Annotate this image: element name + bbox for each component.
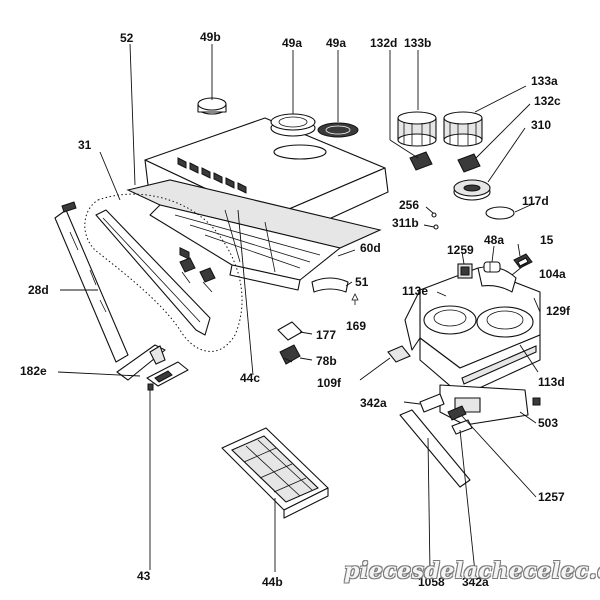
label-310: 310 <box>531 118 552 132</box>
label-133a: 133a <box>531 74 558 88</box>
label-177: 177 <box>316 328 337 342</box>
collar-49b <box>197 97 227 115</box>
label-169: 169 <box>346 319 367 333</box>
component-1259 <box>457 263 473 279</box>
front-bar <box>95 209 216 336</box>
label-1058: 1058 <box>418 575 445 589</box>
label-49b: 49b <box>200 30 221 44</box>
label-51: 51 <box>355 275 369 289</box>
label-109f: 109f <box>317 376 342 390</box>
filter-133b <box>397 111 437 147</box>
label-49a-collar: 49a <box>282 36 303 50</box>
label-44b: 44b <box>262 575 283 589</box>
label-43: 43 <box>137 569 151 583</box>
label-28d: 28d <box>28 283 49 297</box>
label-44c: 44c <box>240 371 261 385</box>
bar-1058 <box>399 409 471 488</box>
clip-132c <box>457 153 481 173</box>
label-133b: 133b <box>404 36 432 50</box>
label-113d: 113d <box>538 375 565 389</box>
label-113e: 113e <box>402 284 429 298</box>
label-31: 31 <box>78 138 92 152</box>
seal-117d <box>485 206 515 220</box>
lamp-cover <box>116 344 166 381</box>
label-132d: 132d <box>370 36 398 50</box>
collar-49a <box>270 113 316 137</box>
plate-109f <box>387 345 411 363</box>
label-52: 52 <box>120 31 134 45</box>
label-49a-mesh: 49a <box>326 36 347 50</box>
screw-311b <box>433 224 439 230</box>
hood-buttons <box>179 247 190 260</box>
lamp-group-outline <box>84 193 243 352</box>
label-117d: 117d <box>522 194 549 208</box>
fan-housing <box>404 266 541 397</box>
ring-310 <box>453 179 491 201</box>
label-104a: 104a <box>539 267 566 281</box>
label-78b: 78b <box>316 354 337 368</box>
screw-256 <box>431 212 437 218</box>
mesh-49a <box>317 122 359 138</box>
grease-filter <box>126 179 382 291</box>
glass-panel <box>54 201 129 363</box>
label-132c: 132c <box>534 94 561 108</box>
handle-51 <box>311 277 349 293</box>
filter-tray <box>221 427 329 519</box>
label-256: 256 <box>399 198 420 212</box>
clips-342a <box>419 393 473 435</box>
label-182e: 182e <box>20 364 47 378</box>
label-342a-upper: 342a <box>360 396 387 410</box>
label-1257: 1257 <box>538 490 565 504</box>
label-1259: 1259 <box>447 243 474 257</box>
label-503: 503 <box>538 416 559 430</box>
leader-lines <box>57 43 541 573</box>
label-60d: 60d <box>360 241 381 255</box>
component-48a <box>483 261 501 273</box>
label-311b: 311b <box>392 216 419 230</box>
label-129f: 129f <box>546 304 571 318</box>
filter-133a <box>443 111 483 147</box>
small-parts-177-78b <box>277 321 303 365</box>
label-15: 15 <box>540 233 554 247</box>
switch-block <box>146 361 189 391</box>
label-342a-lower: 342a <box>462 575 489 589</box>
watermark: piecesdelachecelec.com <box>344 558 600 584</box>
screw-169 <box>351 293 359 305</box>
label-48a: 48a <box>484 233 505 247</box>
